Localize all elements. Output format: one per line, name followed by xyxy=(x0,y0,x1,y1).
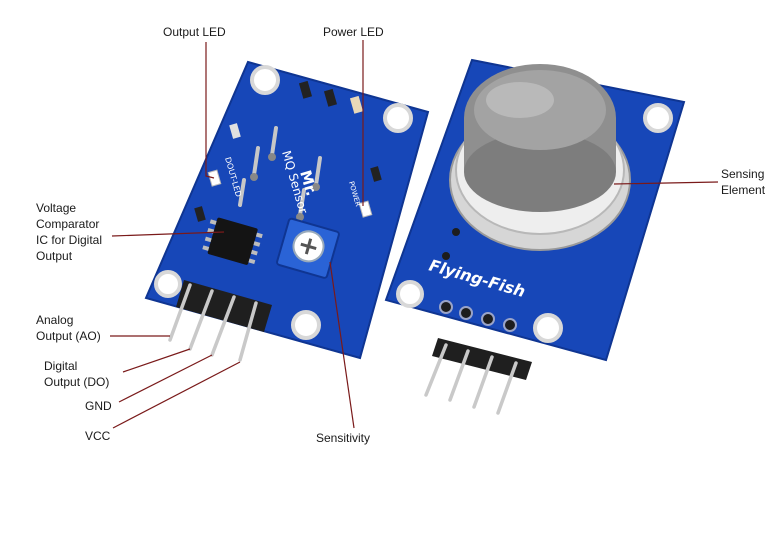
label-analog-output-2: Output (AO) xyxy=(36,329,101,343)
smd-resistor xyxy=(194,206,206,222)
sensor-pin-pad xyxy=(312,183,320,191)
label-vcc: VCC xyxy=(85,429,111,443)
label-sensing-element-2: Element xyxy=(721,183,766,197)
rear-pin-header xyxy=(424,338,532,415)
front-board: Mr. MQ Sensor DOUT-LED POWER xyxy=(144,60,430,362)
front-pcb xyxy=(144,60,430,360)
sensitivity-trimpot xyxy=(276,217,340,279)
leader-digital-output xyxy=(122,348,191,373)
smd-resistor xyxy=(298,80,313,99)
leader-voltage-comparator xyxy=(111,231,225,237)
leader-sensing-element xyxy=(613,181,719,185)
mount-hole xyxy=(643,103,673,133)
mount-hole xyxy=(250,65,280,95)
label-voltage-comparator-1: Voltage xyxy=(36,201,76,215)
label-sensitivity: Sensitivity xyxy=(316,431,370,445)
smd-resistor xyxy=(349,95,364,114)
leader-lines xyxy=(110,40,719,429)
via xyxy=(452,228,460,236)
mount-hole xyxy=(396,280,424,308)
smd-resistor xyxy=(229,123,241,139)
pin-header xyxy=(168,280,272,362)
mount-hole xyxy=(291,310,321,340)
via xyxy=(442,252,450,260)
solder-pads xyxy=(439,300,517,332)
mount-hole xyxy=(154,270,182,298)
mount-hole xyxy=(383,103,413,133)
gas-sensor-can xyxy=(449,64,631,251)
leader-gnd xyxy=(118,354,213,403)
mount-hole xyxy=(533,313,563,343)
sensor-pin-pad xyxy=(250,173,258,181)
label-digital-output-1: Digital xyxy=(44,359,77,373)
label-sensing-element-1: Sensing xyxy=(721,167,764,181)
sensor-pin-pad xyxy=(296,213,304,221)
sensor-pins xyxy=(238,126,322,217)
label-gnd: GND xyxy=(85,399,112,413)
leader-vcc xyxy=(112,361,241,429)
label-output-led: Output LED xyxy=(163,25,226,39)
smd-resistor xyxy=(370,166,382,182)
rear-board: Flying-Fish xyxy=(384,58,686,415)
label-digital-output-2: Output (DO) xyxy=(44,375,109,389)
label-voltage-comparator-3: IC for Digital xyxy=(36,233,102,247)
sensor-pin-pad xyxy=(268,153,276,161)
comparator-ic xyxy=(202,217,263,265)
smd-resistor xyxy=(323,88,338,107)
label-analog-output-1: Analog xyxy=(36,313,73,327)
output-led xyxy=(207,169,222,187)
label-power-led: Power LED xyxy=(323,25,384,39)
leader-sensitivity xyxy=(329,261,355,429)
label-voltage-comparator-4: Output xyxy=(36,249,73,263)
callout-labels: Output LED Power LED Voltage Comparator … xyxy=(36,25,766,445)
label-voltage-comparator-2: Comparator xyxy=(36,217,99,231)
leader-output-led xyxy=(205,42,215,179)
